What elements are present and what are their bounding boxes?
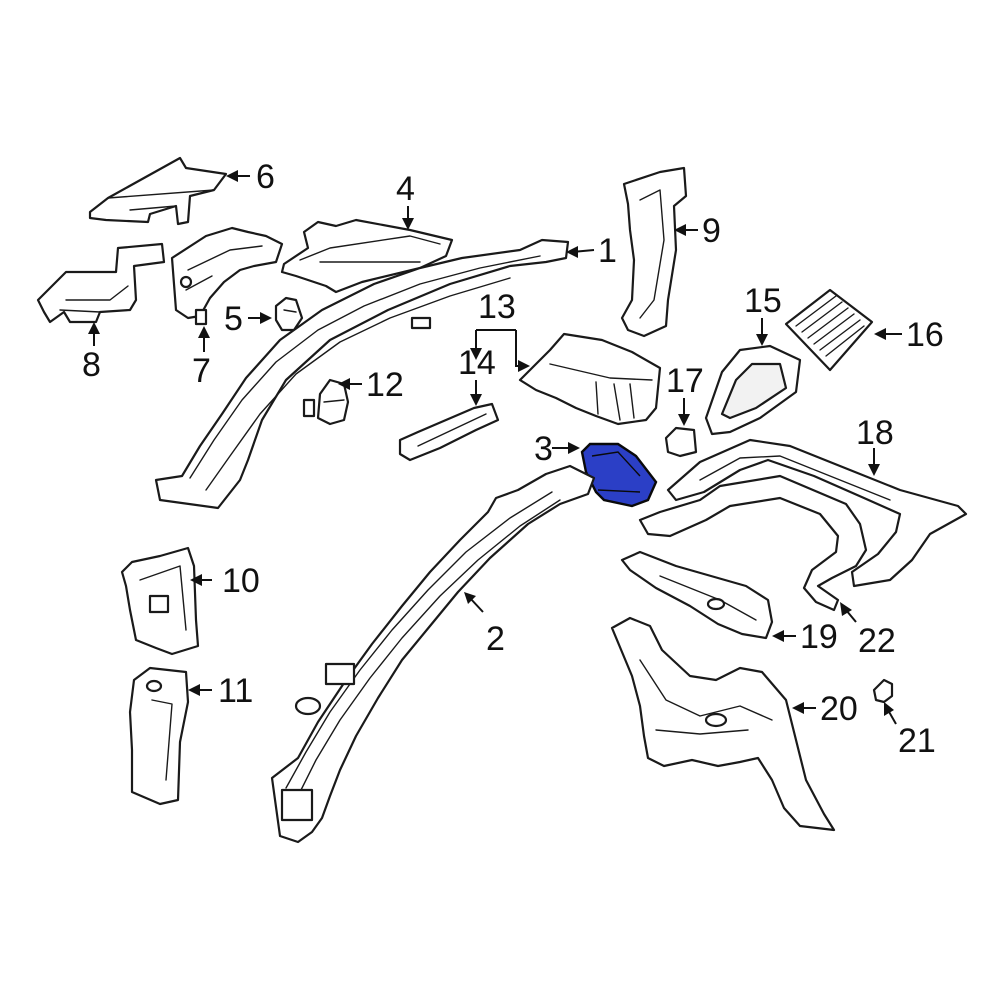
callout-5: 5 — [224, 300, 243, 338]
callout-17: 17 — [666, 362, 704, 400]
callout-16: 16 — [906, 316, 944, 354]
callout-10: 10 — [222, 562, 260, 600]
part-10-bracket[interactable] — [120, 546, 200, 656]
part-7-bracket[interactable] — [170, 226, 284, 326]
callout-12: 12 — [366, 366, 404, 404]
part-9-pillar[interactable] — [620, 166, 688, 338]
callout-13: 13 — [478, 288, 516, 326]
part-17-block[interactable] — [664, 426, 698, 458]
part-18-frame[interactable] — [666, 438, 968, 588]
callout-4: 4 — [396, 170, 415, 208]
callout-2: 2 — [486, 620, 505, 658]
part-20-housing[interactable] — [610, 616, 836, 832]
callout-11: 11 — [218, 672, 253, 710]
part-16-filter[interactable] — [784, 288, 874, 372]
callout-1: 1 — [598, 232, 617, 270]
part-22-channel[interactable] — [638, 474, 868, 612]
part-19-panel[interactable] — [620, 550, 774, 640]
part-21-clip[interactable] — [872, 678, 894, 704]
callout-15: 15 — [744, 282, 782, 320]
part-1-roof-rail[interactable] — [154, 238, 570, 510]
part-5-clip[interactable] — [274, 296, 304, 332]
callout-8: 8 — [82, 346, 101, 384]
callout-labels: 1 2 3 4 5 6 7 8 9 10 11 12 13 14 15 16 1… — [82, 158, 944, 760]
part-12-clip[interactable] — [316, 378, 350, 426]
part-6-cover[interactable] — [88, 156, 228, 226]
part-15-frame[interactable] — [704, 344, 802, 436]
callout-22: 22 — [858, 622, 896, 660]
leader-lines — [88, 170, 902, 725]
part-13-duct[interactable] — [518, 332, 662, 426]
part-2-pillar[interactable] — [270, 464, 596, 844]
callout-18: 18 — [856, 414, 894, 452]
part-11-bracket[interactable] — [128, 666, 190, 806]
part-8-bracket[interactable] — [36, 242, 166, 324]
callout-7: 7 — [192, 352, 211, 390]
part-4-panel[interactable] — [280, 218, 454, 294]
callout-19: 19 — [800, 618, 838, 656]
callout-14: 14 — [458, 344, 496, 382]
callout-6: 6 — [256, 158, 275, 196]
callout-20: 20 — [820, 690, 858, 728]
callout-3: 3 — [534, 430, 553, 468]
callout-21: 21 — [898, 722, 936, 760]
part-14-strip[interactable] — [398, 402, 500, 462]
part-3-highlighted[interactable] — [580, 442, 658, 508]
callout-9: 9 — [702, 212, 721, 250]
